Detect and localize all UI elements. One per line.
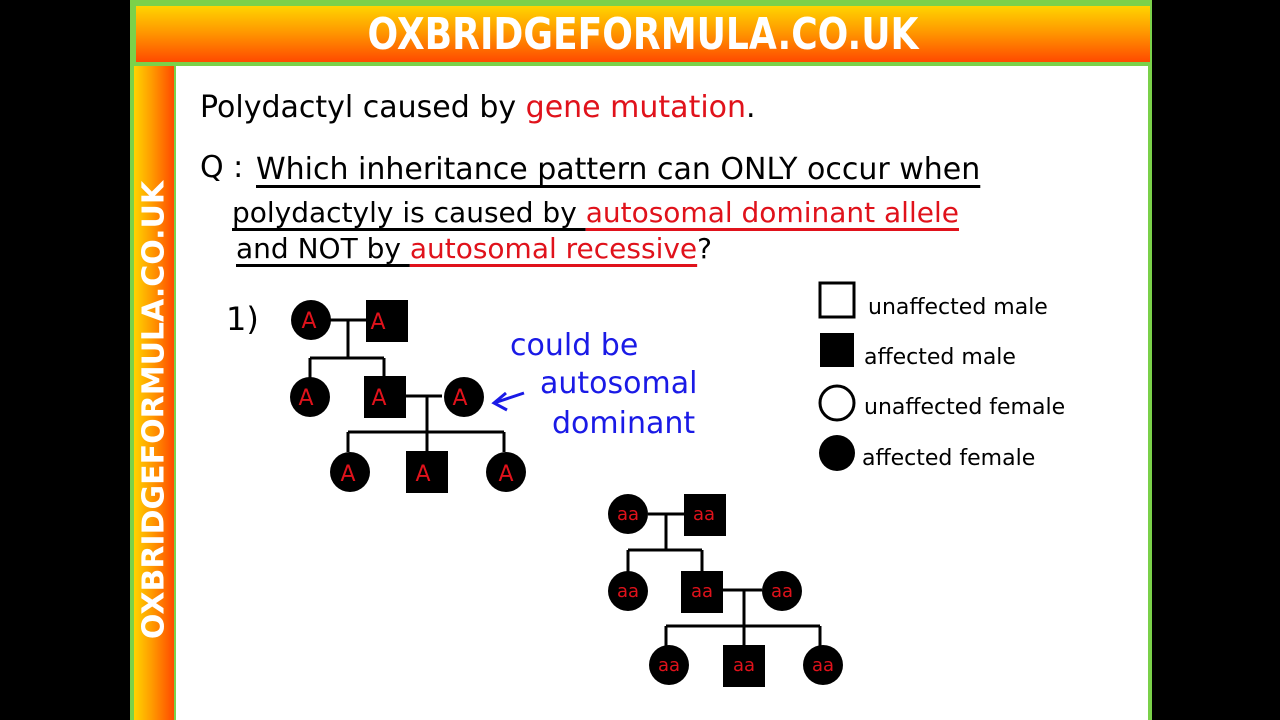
question-line-2: polydactyly is caused by autosomal domin… [232,196,959,229]
annotation-line-2: autosomal [540,366,698,401]
key-legend: unaffected male affected male unaffected… [818,281,1065,471]
recessive-label: aa [658,655,680,676]
recessive-labels: aa aa aa aa aa aa aa aa [617,504,834,676]
question-line-3: and NOT by autosomal recessive? [236,232,712,265]
recessive-label: aa [693,504,715,525]
dominant-label: A [498,462,513,487]
key-unaffected-female-label: unaffected female [864,395,1065,420]
dominant-gen1-male [366,300,408,342]
question-mark: ? [697,232,713,265]
key-unaffected-male-label: unaffected male [868,295,1048,320]
pedigree-recessive [626,512,822,646]
dominant-label: A [452,386,467,411]
dominant-gen3-female-left [330,452,370,492]
key-unaffected-male-symbol [818,281,856,319]
heading-prefix: Polydactyl caused by [200,90,526,125]
recessive-label: aa [812,655,834,676]
question-line-2-text: polydactyly is caused by [232,196,586,229]
example-number: 1) [226,300,259,338]
dominant-label: A [371,386,386,411]
recessive-label: aa [617,504,639,525]
recessive-gen2-female-right [762,571,802,611]
recessive-label: aa [691,581,713,602]
recessive-gen3-female-right [803,645,843,685]
recessive-gen2-male [681,571,723,613]
sidebar-strip [134,66,174,720]
heading-highlight: gene mutation [525,90,747,125]
recessive-label: aa [733,655,755,676]
dominant-gen3-male [406,451,448,493]
key-affected-male-symbol [820,333,854,367]
annotation-arrow [491,391,525,412]
dominant-label: A [370,310,385,335]
annotation-line-3: dominant [552,406,696,441]
dominant-gen3-female-right [486,452,526,492]
key-affected-male-label: affected male [864,345,1016,370]
banner: OXBRIDGEFORMULA.CO.UK [136,6,1150,62]
heading: Polydactyl caused by gene mutation. [200,90,756,125]
dominant-gen2-male [364,376,406,418]
key-affected-female-symbol [819,435,855,471]
dominant-individuals [290,300,526,493]
banner-title: OXBRIDGEFORMULA.CO.UK [367,8,919,60]
dominant-label: A [340,462,355,487]
question-line-1: Which inheritance pattern can ONLY occur… [256,152,981,187]
question-dominant: autosomal dominant allele [585,196,959,229]
dominant-gen2-female-right [444,377,484,417]
recessive-gen1-female [608,494,648,534]
recessive-gen1-male [684,494,726,536]
recessive-label: aa [771,581,793,602]
dominant-label: A [415,462,430,487]
question-marker: Q : [200,150,244,185]
dominant-label: A [298,386,313,411]
dominant-labels: A A A A A A A A [298,309,513,487]
whiteboard [176,66,1148,720]
pedigree-dominant [308,318,506,452]
recessive-gen2-female-left [608,571,648,611]
question-line-3-text: and NOT by [236,232,410,265]
recessive-gen3-male [723,645,765,687]
key-unaffected-female-symbol [818,384,856,422]
heading-suffix: . [746,90,756,125]
recessive-label: aa [617,581,639,602]
key-affected-female-label: affected female [862,446,1035,471]
recessive-individuals [608,494,843,687]
question-recessive: autosomal recessive [409,232,698,265]
dominant-label: A [301,309,316,334]
dominant-gen2-female-left [290,377,330,417]
recessive-gen3-female-left [649,645,689,685]
dominant-gen1-female [291,300,331,340]
annotation-line-1: could be [510,328,639,363]
